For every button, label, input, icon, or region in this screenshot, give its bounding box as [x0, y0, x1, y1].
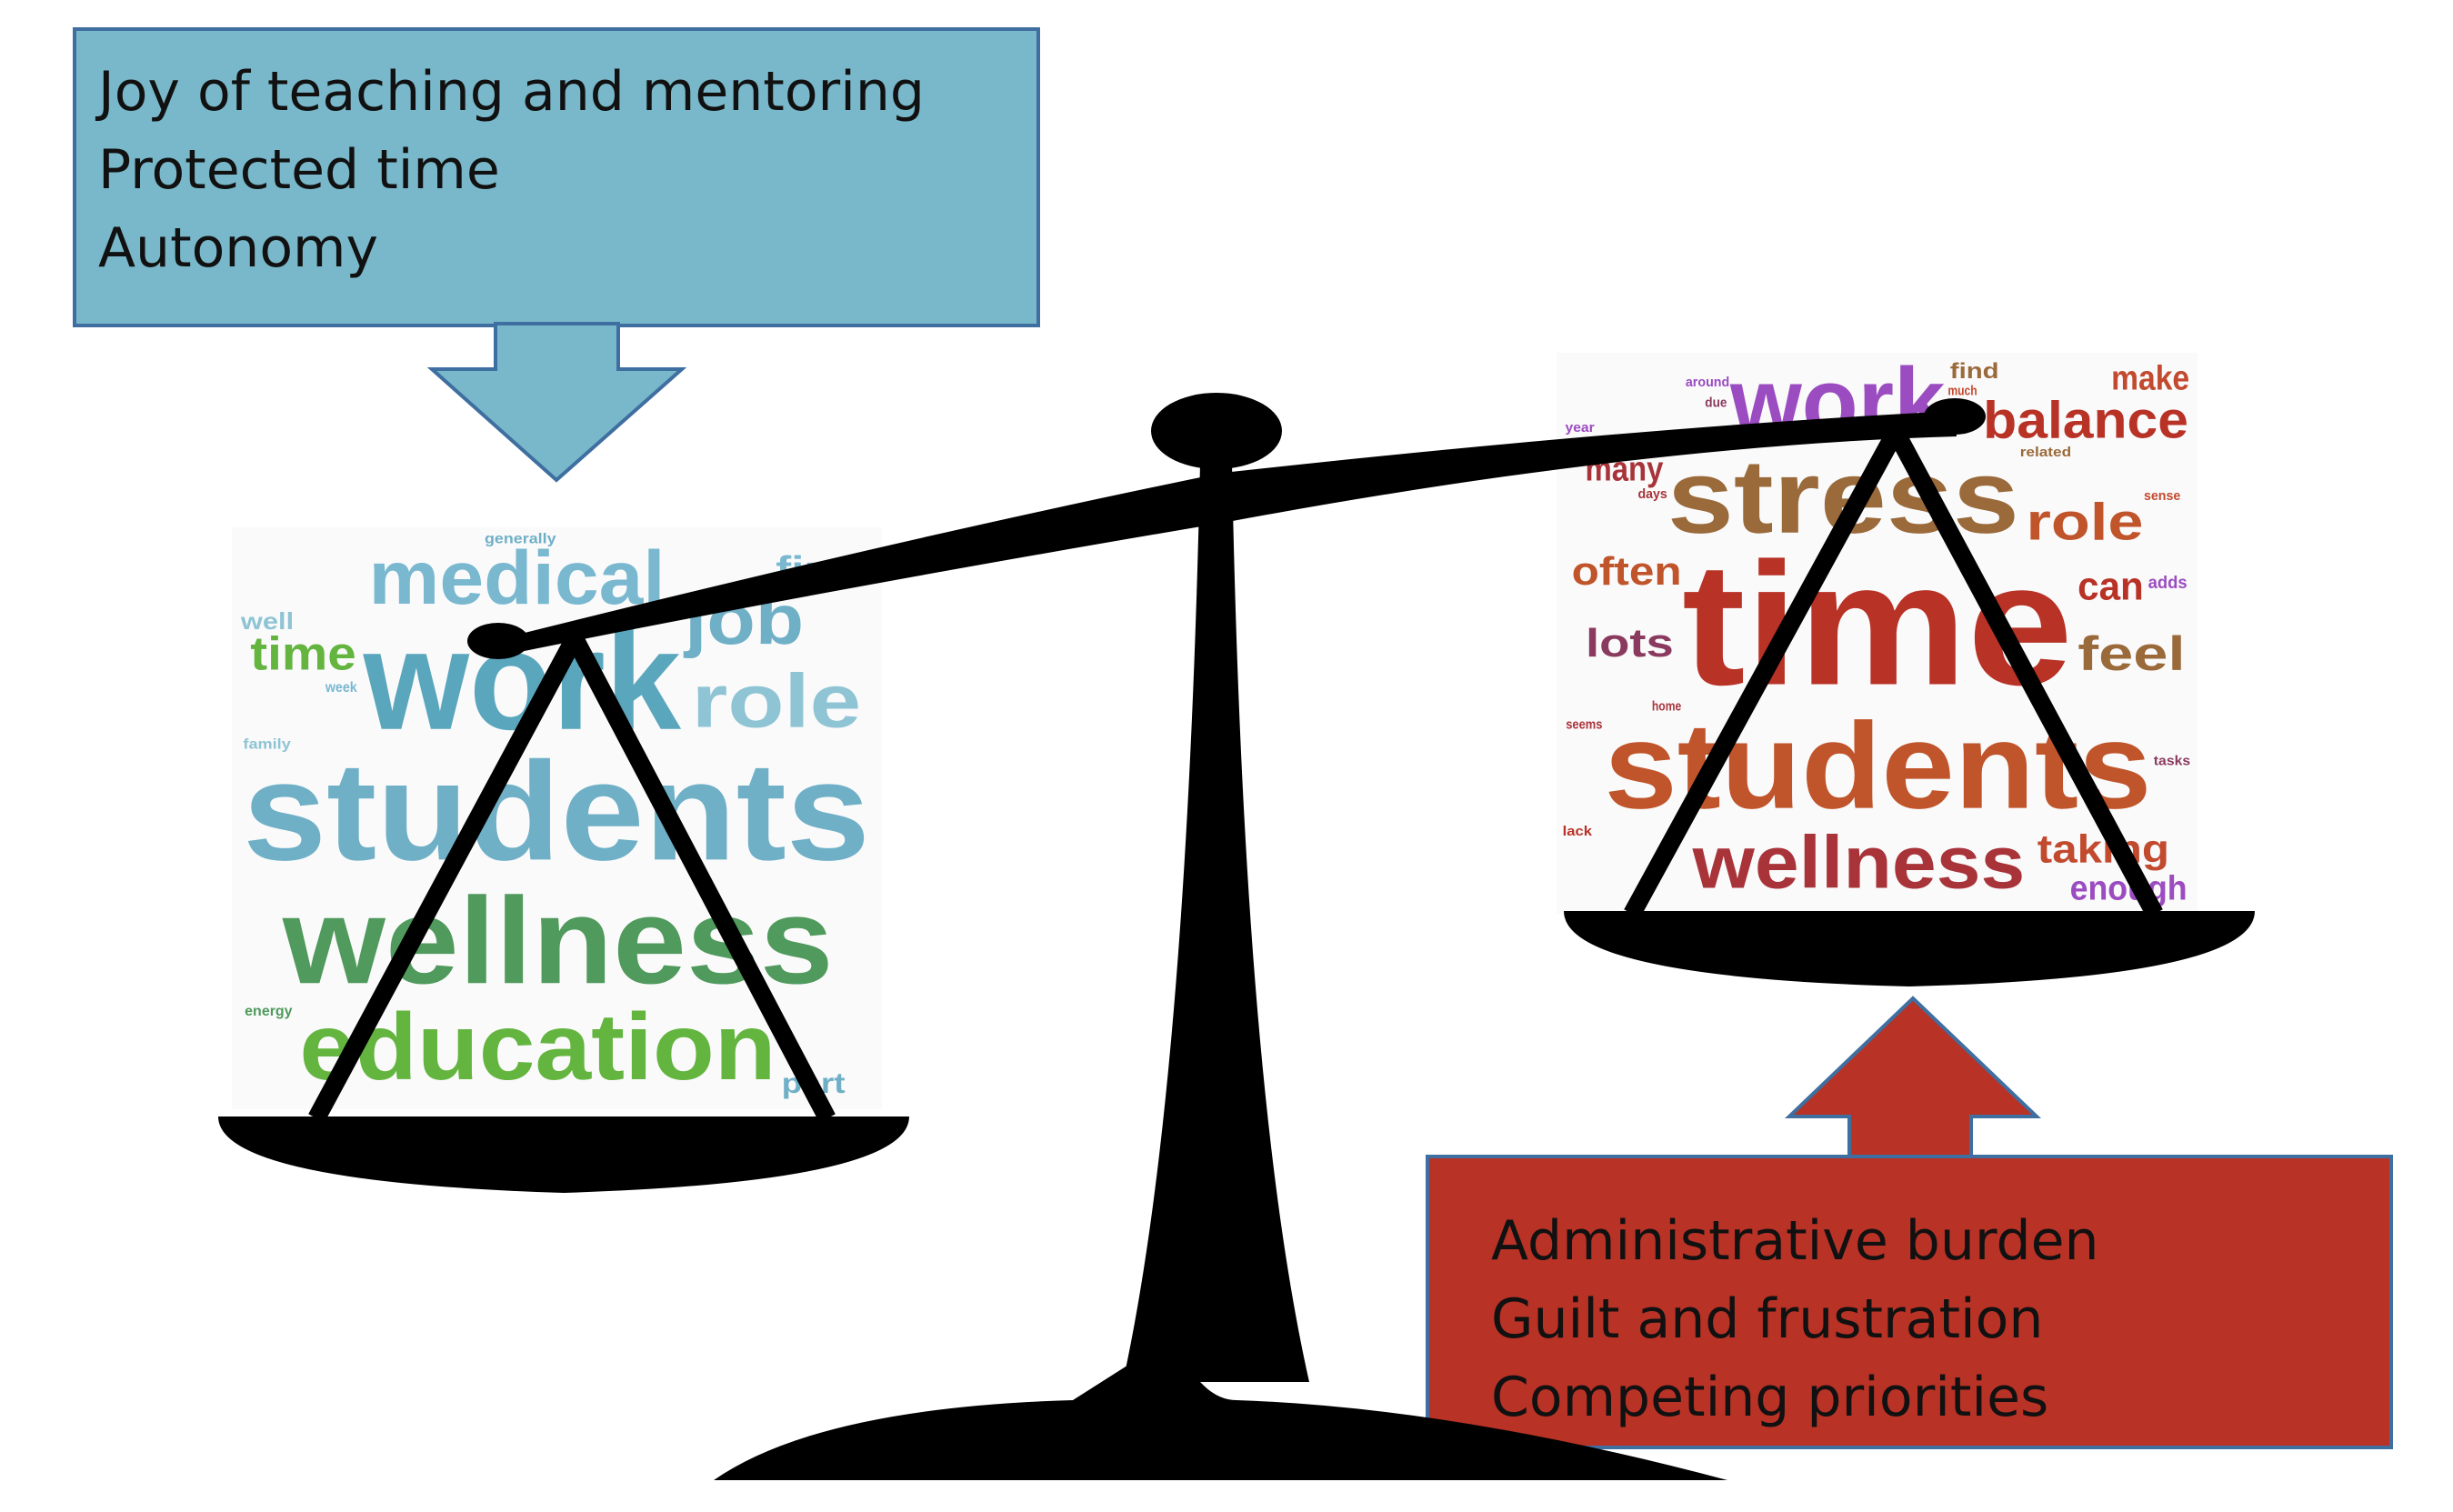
beam-end-right: [1924, 398, 1986, 435]
positive-callout-arrow: [426, 322, 687, 483]
word-cloud-right-word: home: [1652, 699, 1681, 714]
word-cloud-right-word: related: [2020, 446, 2071, 460]
negative-item-3: Competing priorities: [1491, 1366, 2049, 1429]
positive-callout-text: Joy of teaching and mentoring Protected …: [98, 53, 925, 287]
negative-callout-box: [1426, 1155, 2393, 1449]
scale: [218, 393, 2255, 1480]
word-cloud-right-word: due: [1705, 396, 1727, 410]
word-cloud-right-word: seems: [1566, 718, 1602, 733]
word-cloud-left-word: energy: [245, 1004, 293, 1019]
negative-item-2: Guilt and frustration: [1491, 1287, 2044, 1351]
negative-callout-text: Administrative burden Guilt and frustrat…: [1491, 1202, 2099, 1437]
word-cloud-left-word: week: [325, 680, 357, 696]
word-cloud-right-word: lack: [1563, 825, 1593, 839]
positive-item-2: Protected time: [98, 138, 500, 202]
negative-callout: [1426, 996, 2393, 1449]
word-cloud-right-word: often: [1572, 550, 1682, 594]
positive-callout-box: [73, 27, 1040, 327]
word-cloud-right-word: find: [1950, 359, 1999, 384]
positive-item-1: Joy of teaching and mentoring: [98, 60, 925, 124]
left-pan-dish: [218, 1116, 909, 1193]
word-cloud-right-word: role: [2027, 493, 2144, 551]
beam-end-left: [467, 623, 529, 659]
word-cloud-right-word: make: [2111, 358, 2189, 397]
word-cloud-right-word: sense: [2144, 489, 2180, 504]
word-cloud-right-word: tasks: [2154, 755, 2190, 769]
word-cloud-left-word: family: [243, 737, 291, 753]
word-cloud-right-word: can: [2078, 565, 2144, 608]
word-cloud-right-word: feel: [2078, 627, 2185, 681]
word-cloud-right-word: balance: [1983, 391, 2188, 449]
scale-knob: [1151, 393, 1282, 469]
word-cloud-left-word: time: [250, 628, 356, 681]
negative-item-1: Administrative burden: [1491, 1209, 2099, 1273]
right-pan-dish: [1564, 911, 2255, 986]
word-cloud-right-word: year: [1565, 421, 1595, 436]
right-pan-hanger: [1624, 423, 2163, 918]
positive-item-3: Autonomy: [98, 216, 378, 280]
negative-callout-arrow: [1785, 996, 2041, 1161]
word-cloud-right-word: lots: [1586, 622, 1674, 666]
left-pan-hanger: [308, 629, 836, 1123]
word-cloud-right-word: much: [1947, 384, 1977, 398]
word-cloud-right-word: around: [1686, 375, 1729, 390]
word-cloud-right-word: wellness: [1692, 822, 2026, 905]
word-cloud-right-word: adds: [2148, 574, 2188, 593]
scale-column: [1123, 464, 1309, 1382]
positive-callout: [73, 27, 1040, 483]
word-cloud-left-word: students: [243, 733, 870, 889]
scale-base: [714, 1337, 1727, 1480]
word-cloud-right-word: days: [1637, 487, 1667, 502]
word-cloud-left-word: role: [692, 658, 861, 743]
word-cloud-left-word: generally: [485, 531, 556, 546]
word-cloud-right-word: time: [1682, 526, 2073, 722]
word-cloud-left-word: medical: [369, 536, 666, 620]
scale-beam: [496, 411, 1957, 656]
word-cloud-left-word: well: [240, 607, 294, 635]
